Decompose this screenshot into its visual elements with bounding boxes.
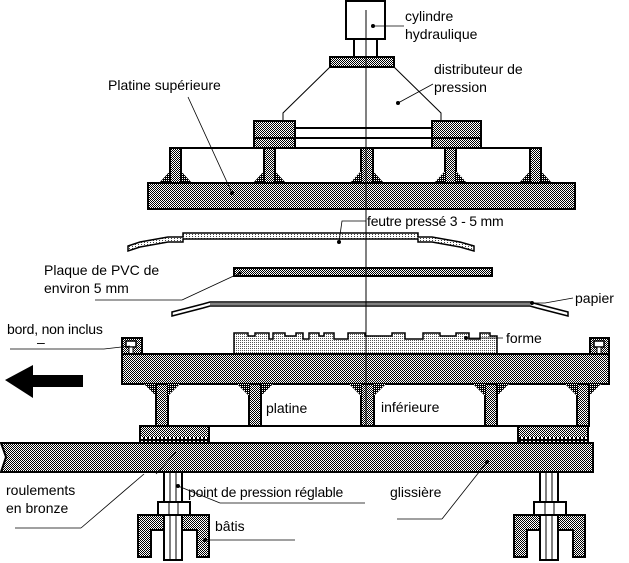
hydraulic-cylinder [345, 0, 404, 58]
arrow-left-icon [5, 365, 83, 398]
slide-rail [0, 442, 594, 529]
label-lower-platen-2: inférieure [381, 399, 440, 415]
bronze-bearing-left [141, 437, 208, 442]
label-pvc-1: Plaque de PVC de [44, 262, 159, 278]
frame-right [513, 471, 586, 561]
frame-left [137, 471, 365, 561]
printing-form [233, 332, 503, 355]
pressed-felt [127, 220, 475, 253]
label-paper: papier [575, 290, 614, 306]
label-bearings-2: en bronze [6, 500, 68, 516]
label-felt: feutre pressé 3 - 5 mm [367, 213, 503, 229]
label-edge-dash: – [37, 334, 45, 350]
label-upper-platen: Platine supérieure [108, 77, 221, 93]
label-cylinder-1: cylindre [405, 8, 453, 24]
bronze-bearing-right [519, 437, 587, 442]
label-pvc-2: environ 5 mm [44, 280, 129, 296]
label-lower-platen-1: platine [266, 400, 307, 416]
label-frame: bâtis [215, 518, 245, 534]
label-edge: bord, non inclus [7, 321, 103, 337]
edge-leader [10, 345, 131, 350]
label-slide: glissière [390, 484, 442, 500]
label-distributor-2: pression [434, 79, 487, 95]
pvc-plate [95, 267, 493, 301]
pressure-distributor [253, 56, 482, 149]
label-cylinder-2: hydraulique [405, 26, 478, 42]
label-form: forme [506, 330, 542, 346]
label-pressure-point: point de pression réglable [188, 484, 344, 500]
upper-platen [147, 96, 576, 210]
label-distributor-1: distributeur de [434, 61, 523, 77]
label-bearings-1: roulements [6, 482, 75, 498]
paper-sheet [171, 297, 574, 317]
